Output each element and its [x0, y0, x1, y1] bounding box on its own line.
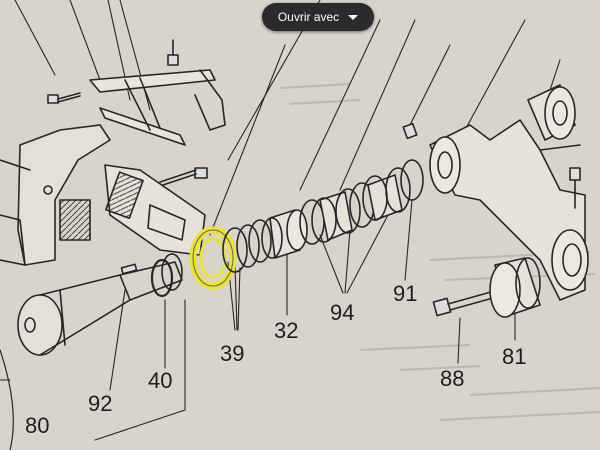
screw-right: [569, 167, 581, 209]
label-32: 32: [274, 318, 299, 343]
shaft-80: [17, 261, 183, 356]
washers-39: [222, 219, 272, 273]
label-40: 40: [148, 368, 173, 393]
label-91: 91: [393, 281, 418, 306]
open-with-label: Ouvrir avec: [277, 10, 340, 24]
set-screw: [402, 122, 418, 140]
label-92: 92: [88, 391, 113, 416]
chevron-down-icon: [348, 14, 359, 20]
highlighted-ring: [189, 226, 237, 290]
lever-arm: [104, 164, 206, 256]
left-bracket: [0, 124, 111, 266]
label-80: 80: [25, 413, 50, 438]
bushing-32: [261, 209, 308, 259]
label-88: 88: [440, 366, 465, 391]
open-with-button[interactable]: Ouvrir avec: [262, 3, 374, 31]
wheel-arc: [0, 349, 14, 450]
ring-91: [400, 159, 424, 201]
housing-arm: [429, 119, 589, 301]
pin-92: [120, 263, 138, 275]
screw-top-left: [47, 92, 81, 104]
screw-mid: [159, 167, 208, 187]
label-39: 39: [220, 341, 245, 366]
bearings-94: [299, 167, 411, 245]
label-81: 81: [502, 344, 527, 369]
roller-81: [489, 257, 541, 318]
label-94: 94: [330, 300, 355, 325]
leader-lines: [0, 0, 561, 441]
pulley-top-right: [527, 84, 576, 141]
screw-top: [167, 39, 179, 66]
circlip-40: [150, 253, 183, 298]
top-rail: [89, 69, 226, 146]
